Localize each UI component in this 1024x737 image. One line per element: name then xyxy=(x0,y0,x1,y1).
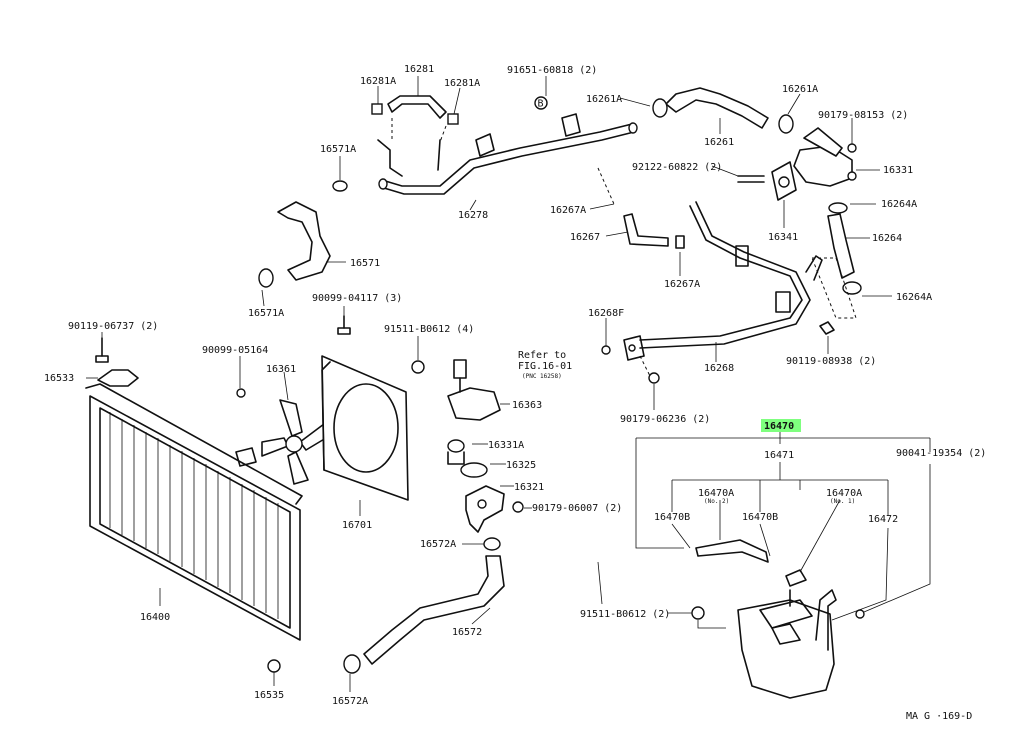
hose-16267 xyxy=(623,213,685,249)
label-16341: 16341 xyxy=(768,232,798,243)
label-16281: 16281 xyxy=(404,64,434,75)
diagram-code: MA G ·169-D xyxy=(906,711,972,722)
label-16261: 16261 xyxy=(704,137,734,148)
water-outlet-16331 xyxy=(793,127,857,187)
label-90119-06737: 90119-06737 (2) xyxy=(68,321,158,332)
fan-shroud-16701 xyxy=(321,355,409,501)
label-16361: 16361 xyxy=(266,364,296,375)
fan-16361 xyxy=(261,399,327,485)
gasket-16325 xyxy=(460,462,488,478)
callout-labels: 16281 16281A 16281A 91651-60818 (2) 1626… xyxy=(44,64,986,722)
radiator-16400 xyxy=(85,383,303,673)
bolt-90179-06007 xyxy=(512,501,524,513)
label-16471: 16471 xyxy=(764,450,794,461)
label-16472: 16472 xyxy=(868,514,898,525)
label-91511-b0612-bottom: 91511-B0612 (2) xyxy=(580,609,670,620)
label-16571: 16571 xyxy=(350,258,380,269)
label-16400: 16400 xyxy=(140,612,170,623)
label-16470[interactable]: 16470 xyxy=(764,421,794,432)
label-90179-06236: 90179-06236 (2) xyxy=(620,414,710,425)
label-16278: 16278 xyxy=(458,210,488,221)
label-16572: 16572 xyxy=(452,627,482,638)
water-pipe-16278 xyxy=(377,113,638,195)
reference-line-3: (PNC 16258) xyxy=(522,373,562,380)
label-90179-08153: 90179-08153 (2) xyxy=(818,110,908,121)
hose-16571 xyxy=(258,180,348,288)
thermostat-16331a xyxy=(447,439,465,465)
label-16535: 16535 xyxy=(254,690,284,701)
leader-dash xyxy=(597,167,615,205)
hose-16572 xyxy=(343,537,505,674)
hose-16264 xyxy=(827,202,862,295)
hose-16261 xyxy=(652,87,794,134)
label-16331a: 16331A xyxy=(488,440,524,451)
label-92122-60822: 92122-60822 (2) xyxy=(632,162,722,173)
label-16264a-top: 16264A xyxy=(881,199,917,210)
label-16261a-left: 16261A xyxy=(586,94,622,105)
hose-16281 xyxy=(371,95,459,125)
bolt-90119-08938 xyxy=(819,321,835,335)
label-90179-06007: 90179-06007 (2) xyxy=(532,503,622,514)
label-16572a-bottom: 16572A xyxy=(332,696,368,707)
screw-90099-05164-head xyxy=(236,388,246,398)
nut-90179-06236 xyxy=(648,372,660,384)
label-16281a-left: 16281A xyxy=(360,76,396,87)
label-16267a-bottom: 16267A xyxy=(664,279,700,290)
label-91511-b0612-top: 91511-B0612 (4) xyxy=(384,324,474,335)
water-pipe-16268 xyxy=(623,201,823,361)
reference-line-1: Refer to xyxy=(518,350,566,361)
label-90119-08938: 90119-08938 (2) xyxy=(786,356,876,367)
label-no1: (No. 1) xyxy=(830,498,855,505)
label-16470b-left: 16470B xyxy=(654,512,690,523)
label-16261a-right: 16261A xyxy=(782,84,818,95)
label-16572a-top: 16572A xyxy=(420,539,456,550)
label-91651-60818: 91651-60818 (2) xyxy=(507,65,597,76)
label-16267a-top: 16267A xyxy=(550,205,586,216)
label-16533: 16533 xyxy=(44,373,74,384)
bolt-91651: B xyxy=(534,96,548,110)
label-16363: 16363 xyxy=(512,400,542,411)
leader-lines xyxy=(86,76,931,692)
bolt-90119-06737 xyxy=(95,337,109,363)
thermostat-housing-16321 xyxy=(465,485,505,533)
leader-dash xyxy=(811,257,857,319)
label-90099-05164: 90099-05164 xyxy=(202,345,268,356)
label-90041-19354: 90041-19354 (2) xyxy=(896,448,986,459)
label-16268: 16268 xyxy=(704,363,734,374)
gasket-16268f xyxy=(601,345,611,355)
label-16470a-left: 16470A xyxy=(698,488,734,499)
label-16470a-right: 16470A xyxy=(826,488,862,499)
label-no2: (No. 2) xyxy=(704,498,729,505)
label-16331: 16331 xyxy=(883,165,913,176)
leader-dash xyxy=(439,125,447,143)
bolt-b-marker xyxy=(411,360,425,374)
label-16470b-right: 16470B xyxy=(742,512,778,523)
label-16701: 16701 xyxy=(342,520,372,531)
gasket-16341 xyxy=(771,161,797,201)
label-90099-04117: 90099-04117 (3) xyxy=(312,293,402,304)
bracket-16533 xyxy=(97,369,139,387)
label-16267: 16267 xyxy=(570,232,600,243)
label-16264: 16264 xyxy=(872,233,902,244)
fan-motor-16363 xyxy=(447,359,501,421)
bolt-b-letter: B xyxy=(538,99,544,110)
label-16281a-right: 16281A xyxy=(444,78,480,89)
label-16321: 16321 xyxy=(514,482,544,493)
label-16264a-bottom: 16264A xyxy=(896,292,932,303)
label-16268f: 16268F xyxy=(588,308,624,319)
bolt-90099-04117 xyxy=(337,315,351,335)
label-16325: 16325 xyxy=(506,460,536,471)
reserve-tank-16470 xyxy=(691,539,865,699)
reference-line-2: FIG.16-01 xyxy=(518,361,572,372)
stud-92122 xyxy=(737,175,765,183)
leader-dash xyxy=(639,355,651,377)
highlight-16470 xyxy=(761,419,801,432)
label-16571a-top: 16571A xyxy=(320,144,356,155)
label-16571a-bottom: 16571A xyxy=(248,308,284,319)
